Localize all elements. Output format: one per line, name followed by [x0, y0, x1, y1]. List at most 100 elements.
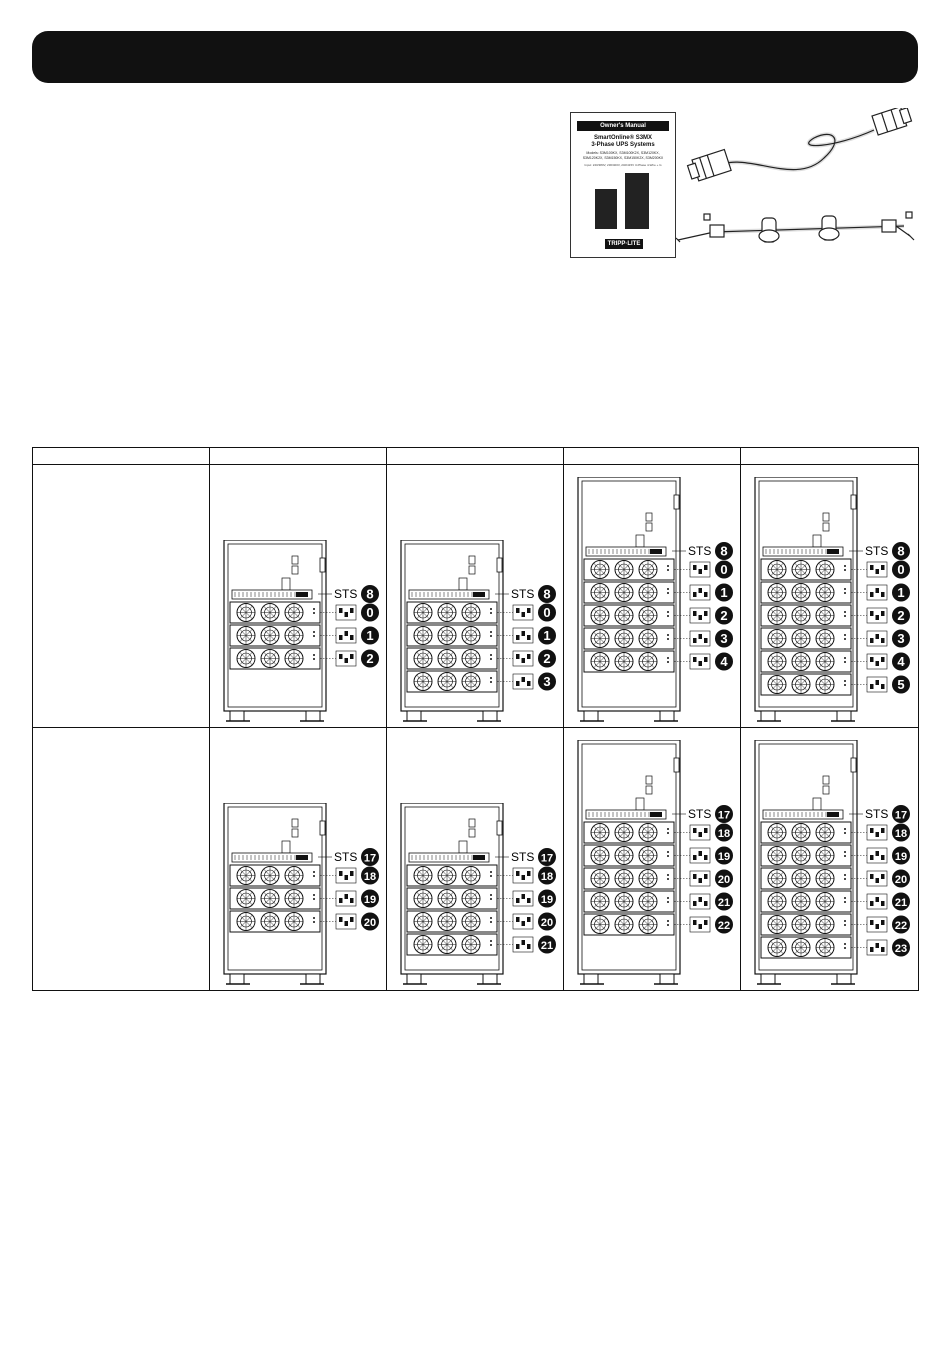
module-id-badge — [714, 892, 733, 911]
fan-blade — [640, 825, 655, 840]
dip-switch-toggle — [703, 855, 707, 860]
caster-wheel — [305, 710, 320, 722]
module-led — [666, 920, 669, 922]
fan-blade — [616, 631, 631, 646]
fan-blade — [640, 631, 655, 646]
fan-blade — [640, 871, 655, 886]
module-id-label: 18 — [540, 871, 552, 883]
fan-blade — [818, 917, 832, 932]
fan-blade — [818, 871, 832, 886]
fan-blade — [770, 825, 784, 840]
module-id-badge — [537, 649, 556, 668]
fan-blade — [818, 608, 832, 623]
door-hinge — [673, 494, 679, 510]
module-led — [489, 940, 492, 942]
fan-blade — [592, 631, 607, 646]
fan-blade — [640, 608, 655, 623]
caster-wheel — [836, 973, 852, 985]
dip-switch-toggle — [881, 874, 885, 879]
dip-switch-toggle — [692, 565, 696, 570]
module-led — [489, 635, 492, 637]
module-led — [312, 898, 315, 900]
fan-blade — [592, 848, 607, 863]
dip-switch-toggle — [870, 874, 874, 879]
fan-blade — [286, 891, 301, 906]
fan-blade — [616, 848, 631, 863]
caster-wheel — [760, 973, 776, 985]
module-led — [312, 635, 315, 637]
module-led — [489, 894, 492, 896]
module-id-label: 18 — [363, 871, 375, 883]
module-id-badge — [537, 672, 556, 691]
fan-blade — [439, 674, 454, 689]
dip-switch-toggle — [338, 608, 342, 613]
cabinet-inner-frame — [227, 543, 322, 708]
module-led — [489, 921, 492, 923]
sts-id-badge — [892, 542, 910, 560]
sts-display — [472, 592, 485, 597]
sts-display — [295, 592, 308, 597]
module-id-label: 20 — [717, 874, 729, 886]
dip-switch-toggle — [703, 565, 707, 570]
fan-blade — [286, 628, 301, 643]
module-id-badge — [892, 629, 910, 648]
module-led — [489, 612, 492, 614]
module-id-badge — [892, 938, 910, 957]
dip-switch-toggle — [875, 680, 879, 685]
dip-switch-toggle — [698, 832, 702, 837]
module-led — [666, 615, 669, 617]
dip-switch-toggle — [526, 898, 530, 903]
fan-blade — [794, 654, 808, 669]
module-id-badge — [714, 846, 733, 865]
module-led — [312, 921, 315, 923]
fan-blade — [770, 940, 784, 955]
module-id-label: 19 — [363, 894, 375, 906]
dip-switch-toggle — [344, 894, 348, 899]
module-led — [666, 565, 669, 567]
module-id-label: 2 — [366, 651, 373, 666]
fan-blade — [415, 674, 430, 689]
dip-switch-toggle — [875, 832, 879, 837]
module-id-label: 20 — [363, 917, 375, 929]
dip-switch-toggle — [349, 871, 353, 876]
breaker-icon — [291, 565, 298, 575]
fan-blade — [616, 654, 631, 669]
fan-blade — [463, 674, 478, 689]
dip-switch-toggle — [703, 920, 707, 925]
module-led — [489, 677, 492, 679]
module-id-label: 1 — [720, 585, 727, 600]
module-id-badge — [537, 935, 556, 954]
sts-label: STS — [334, 587, 357, 601]
caster-wheel — [406, 710, 421, 722]
dip-switch-toggle — [349, 635, 353, 640]
caster-wheel — [836, 710, 852, 722]
module-led — [666, 592, 669, 594]
dip-switch-toggle — [344, 631, 348, 636]
fan-blade — [286, 605, 301, 620]
connector-icon — [458, 577, 467, 591]
fan-blade — [262, 605, 277, 620]
breaker-icon — [468, 818, 475, 828]
module-id-badge — [714, 629, 733, 648]
module-id-badge — [714, 869, 733, 888]
module-id-badge — [360, 603, 379, 622]
module-id-badge — [892, 606, 910, 625]
fan-blade — [262, 651, 277, 666]
dip-switch-toggle — [875, 661, 879, 666]
dip-switch-toggle — [698, 851, 702, 856]
dip-switch-toggle — [881, 947, 885, 952]
fan-blade — [463, 605, 478, 620]
module-led — [666, 611, 669, 613]
module-id-label: 1 — [897, 585, 904, 600]
module-id-badge — [892, 823, 910, 842]
fan-blade — [286, 651, 301, 666]
module-led — [844, 874, 846, 876]
dip-switch-toggle — [521, 875, 525, 880]
caster-wheel — [583, 710, 598, 722]
fan-blade — [794, 825, 808, 840]
